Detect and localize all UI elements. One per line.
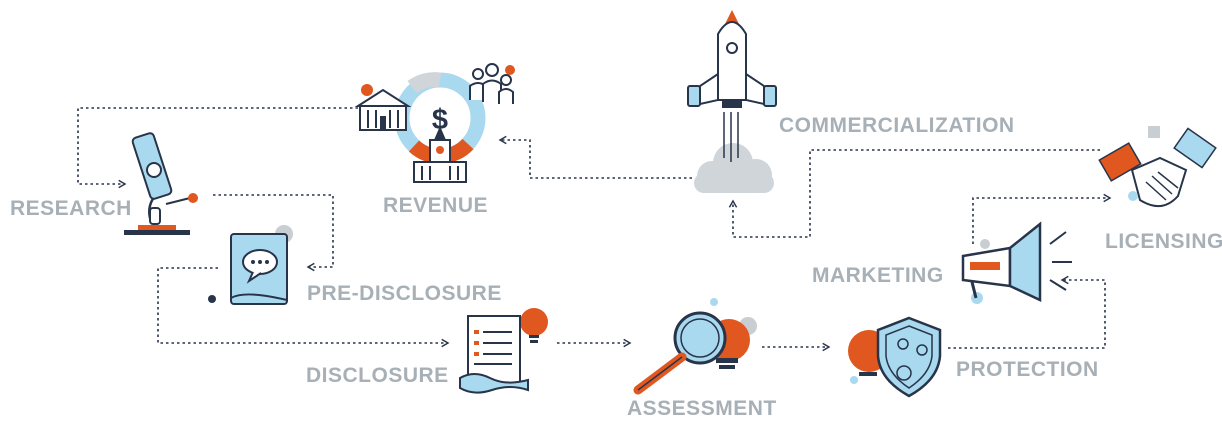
arrow-licensing-to-commercialization [728,149,1100,238]
dollar-sign: $ [432,104,448,136]
microscope-icon [124,132,198,235]
stage-label-research: RESEARCH [10,197,132,220]
megaphone-icon [961,221,1072,304]
bank-building-icon [354,84,412,131]
arrow-predisclosure-to-disclosure [157,267,450,348]
rocket-icon [687,10,777,193]
arrow-research-to-predisclosure [213,194,334,272]
stage-label-marketing: MARKETING [812,264,944,287]
stage-label-disclosure: DISCLOSURE [306,364,449,387]
stage-label-protection: PROTECTION [956,358,1099,381]
stage-label-revenue: REVENUE [383,194,489,217]
arrow-commercialization-to-revenue [498,135,692,179]
stage-label-pre-disclosure: PRE-DISCLOSURE [307,282,502,305]
stage-label-assessment: ASSESSMENT [627,397,777,420]
shield-lightbulb-icon [848,316,942,398]
document-lightbulb-icon [459,308,548,394]
stage-label-licensing: LICENSING [1105,230,1222,253]
arrow-protection-to-marketing [948,275,1106,349]
speech-bubble-document-icon [208,225,293,305]
arrow-revenue-to-research [77,107,358,189]
stage-label-commercialization: COMMERCIALIZATION [779,114,1015,137]
magnifier-lightbulb-icon [633,298,757,395]
arrow-marketing-to-licensing [972,193,1112,244]
people-icon [469,63,515,104]
city-hall-icon [413,126,467,183]
handshake-icon [1098,126,1217,207]
